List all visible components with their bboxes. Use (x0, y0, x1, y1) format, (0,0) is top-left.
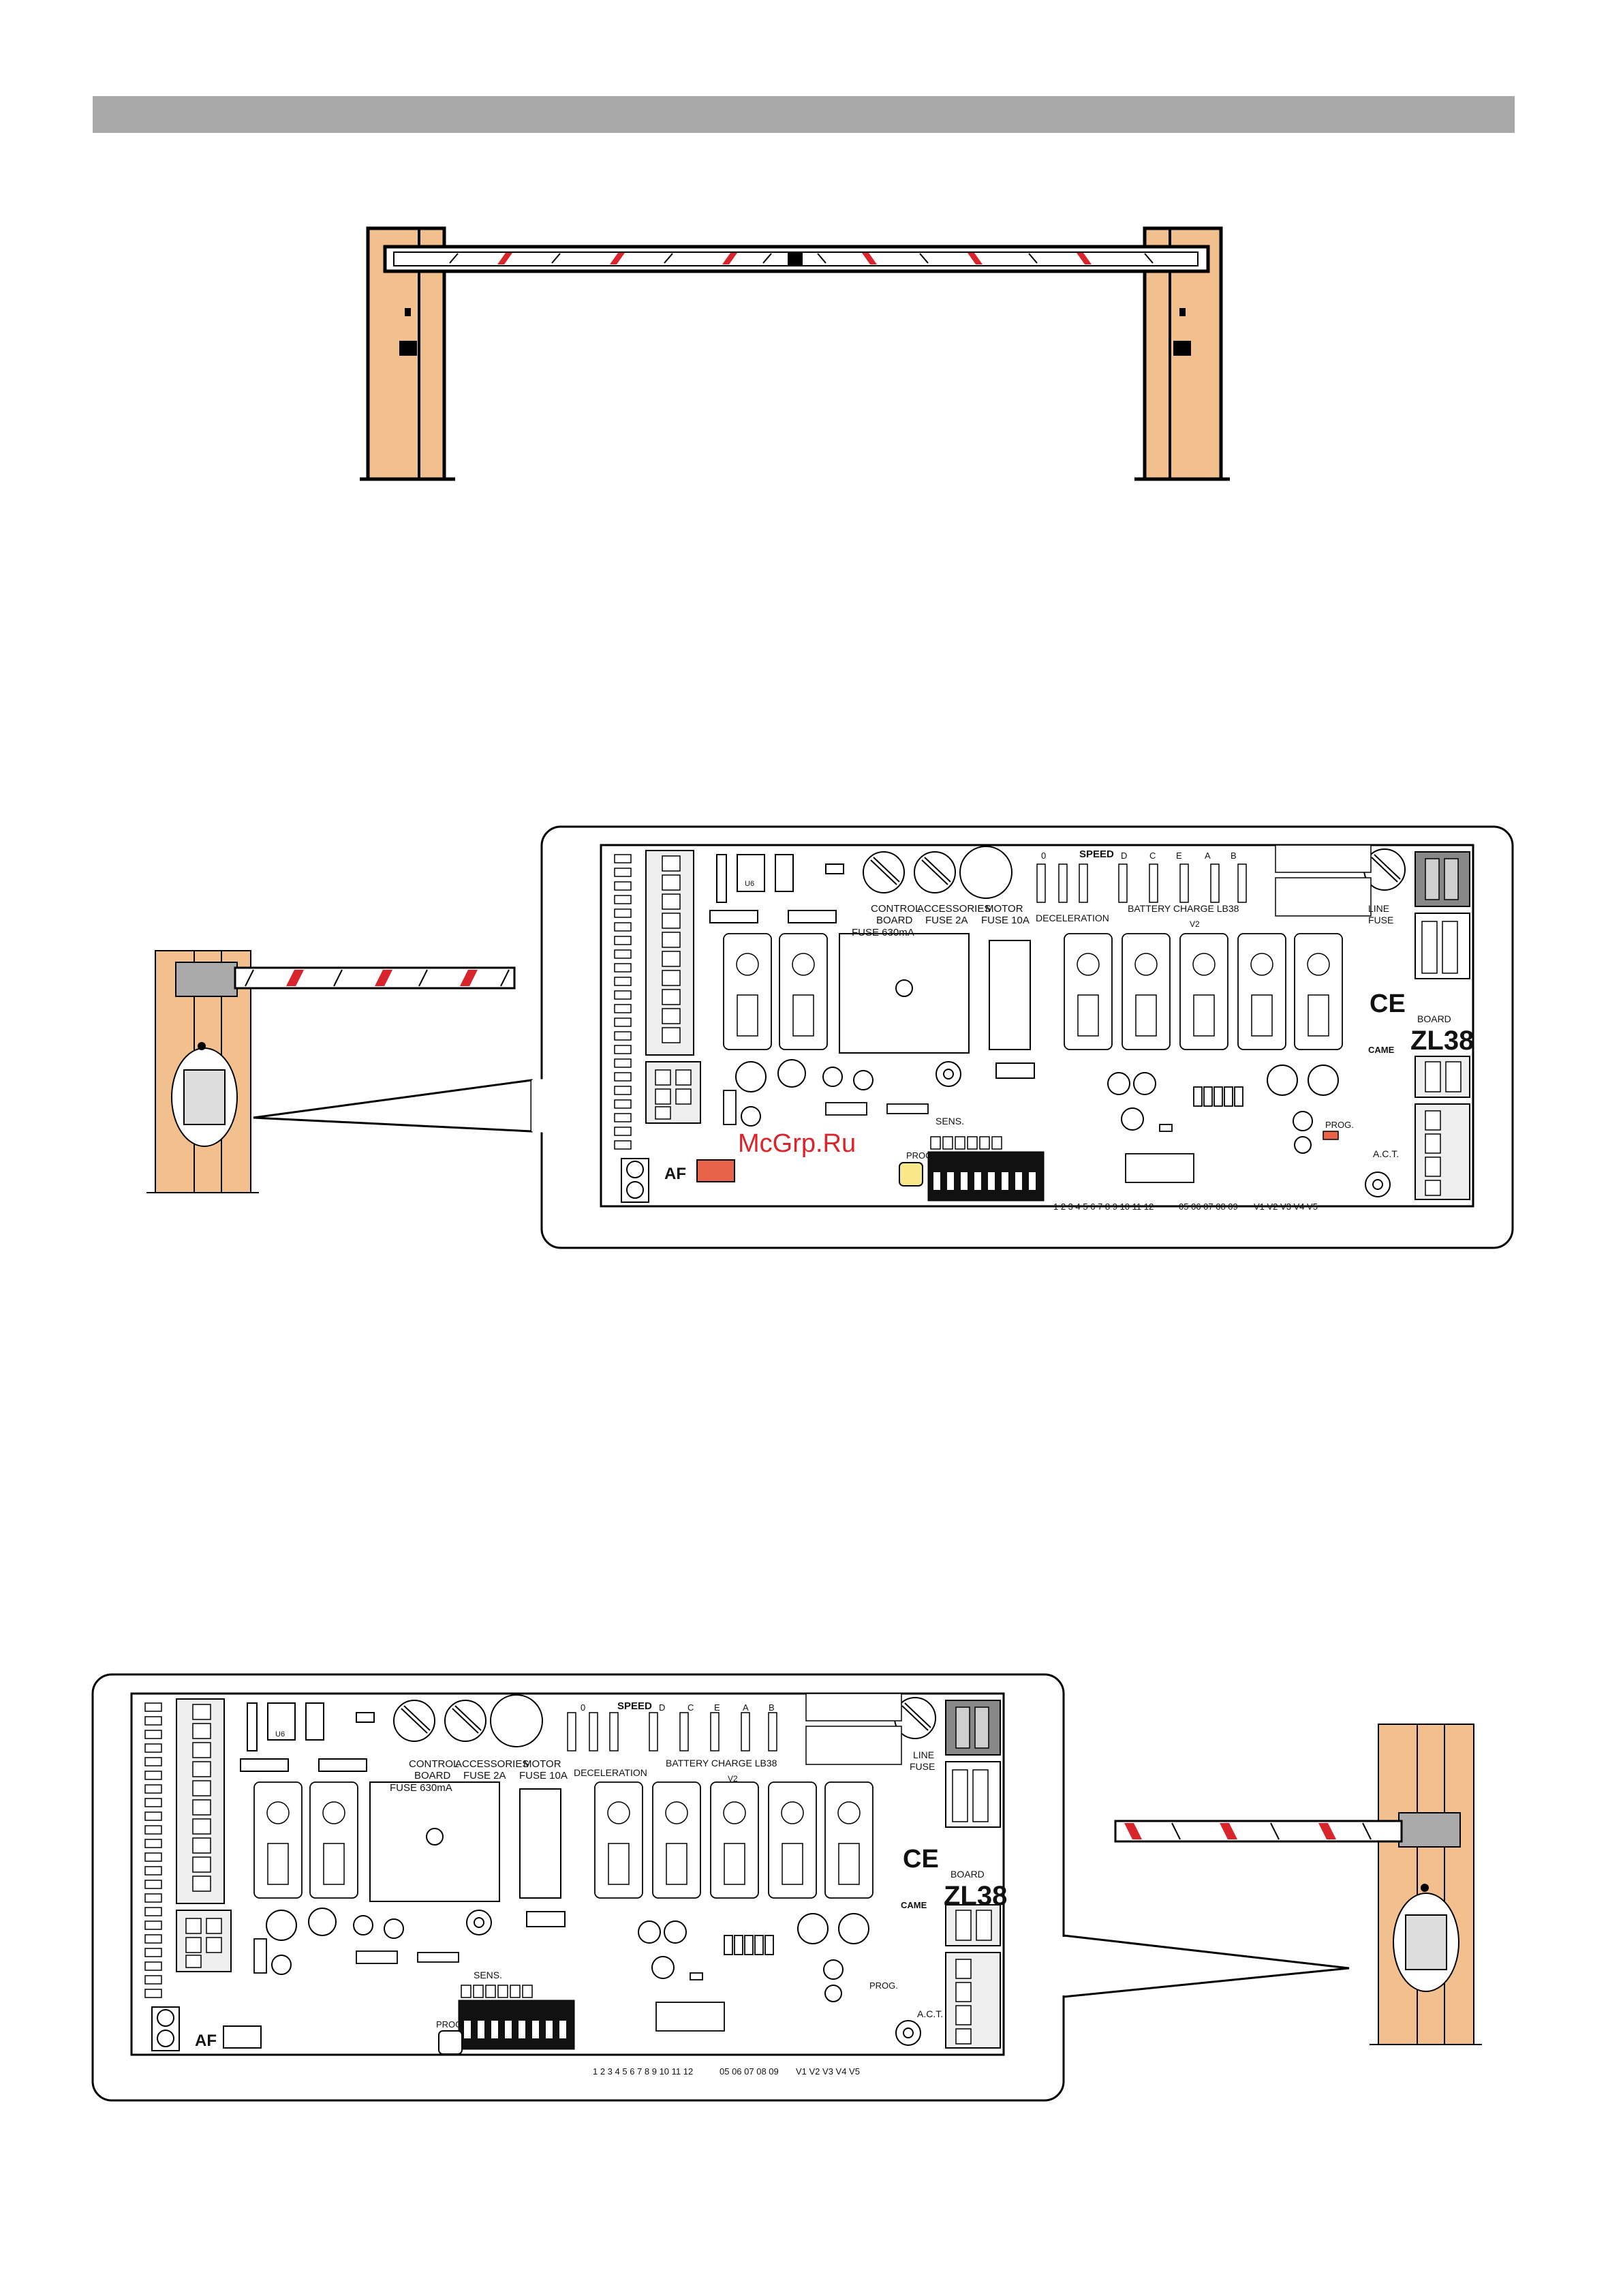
svg-text:ACCESSORIES: ACCESSORIES (917, 903, 991, 915)
svg-text:CE: CE (1370, 990, 1406, 1018)
svg-text:U6: U6 (745, 880, 754, 888)
svg-text:E: E (1176, 851, 1182, 861)
svg-text:SPEED: SPEED (617, 1700, 652, 1712)
svg-text:FUSE 2A: FUSE 2A (463, 1770, 506, 1781)
svg-text:PROG.: PROG. (1325, 1120, 1354, 1130)
svg-text:BOARD: BOARD (950, 1869, 985, 1880)
svg-text:SENS.: SENS. (474, 1970, 502, 1980)
middle-callout: CONTROL BOARD FUSE 630mA ACCESSORIES FUS… (146, 825, 1514, 1249)
svg-text:ACCESSORIES: ACCESSORIES (455, 1758, 529, 1770)
svg-text:05 06 07 08 09: 05 06 07 08 09 (1179, 1201, 1238, 1212)
svg-text:A.C.T.: A.C.T. (917, 2008, 943, 2019)
svg-text:AF: AF (195, 2032, 217, 2050)
prog-button (899, 1162, 923, 1187)
svg-text:DECELERATION: DECELERATION (1036, 913, 1109, 923)
svg-text:A.C.T.: A.C.T. (1373, 1148, 1399, 1159)
bottom-callout: CONTROL BOARD FUSE 630mA ACCESSORIES FUS… (91, 1673, 1482, 2102)
svg-text:1 2 3 4 5 6 7 8 9 10 11 12: 1 2 3 4 5 6 7 8 9 10 11 12 (593, 2066, 693, 2077)
control-board-middle (600, 844, 1474, 1208)
svg-text:CONTROL: CONTROL (871, 903, 921, 915)
svg-text:C: C (687, 1702, 694, 1713)
svg-text:BATTERY CHARGE LB38: BATTERY CHARGE LB38 (666, 1758, 777, 1769)
svg-text:SENS.: SENS. (936, 1116, 964, 1127)
svg-text:PROG.: PROG. (906, 1150, 935, 1161)
svg-text:05 06 07 08 09: 05 06 07 08 09 (720, 2066, 779, 2077)
svg-text:BOARD: BOARD (1417, 1013, 1451, 1024)
svg-text:PROG.: PROG. (869, 1980, 898, 1991)
svg-text:MOTOR: MOTOR (523, 1758, 561, 1770)
svg-text:D: D (659, 1702, 665, 1713)
svg-text:D: D (1121, 851, 1127, 861)
svg-text:FUSE 630mA: FUSE 630mA (390, 1782, 452, 1794)
svg-text:C: C (1149, 851, 1156, 861)
svg-text:E: E (714, 1702, 720, 1713)
svg-text:FUSE 630mA: FUSE 630mA (852, 927, 914, 938)
svg-text:FUSE 2A: FUSE 2A (925, 915, 968, 926)
svg-text:LINE: LINE (1368, 903, 1389, 914)
svg-text:A: A (1205, 851, 1211, 861)
svg-text:U6: U6 (275, 1730, 285, 1739)
svg-text:CONTROL: CONTROL (409, 1758, 459, 1770)
svg-text:BATTERY CHARGE LB38: BATTERY CHARGE LB38 (1128, 903, 1239, 914)
svg-text:BOARD: BOARD (414, 1770, 451, 1781)
svg-text:CE: CE (903, 1845, 939, 1873)
svg-text:0: 0 (1041, 851, 1046, 861)
svg-text:MOTOR: MOTOR (985, 903, 1023, 915)
svg-text:FUSE 10A: FUSE 10A (981, 915, 1030, 926)
svg-text:FUSE 10A: FUSE 10A (519, 1770, 568, 1781)
af-connector (696, 1159, 735, 1182)
svg-text:B: B (769, 1702, 775, 1713)
svg-text:0: 0 (581, 1702, 585, 1713)
svg-text:DECELERATION: DECELERATION (574, 1767, 647, 1778)
svg-text:B: B (1231, 851, 1237, 861)
svg-text:ZL38: ZL38 (1410, 1026, 1474, 1056)
header-bar (93, 96, 1515, 133)
svg-text:CAME: CAME (1368, 1045, 1395, 1055)
svg-text:V1 V2 V3 V4 V5: V1 V2 V3 V4 V5 (796, 2066, 860, 2077)
svg-text:CAME: CAME (901, 1900, 927, 1910)
svg-text:SPEED: SPEED (1079, 848, 1114, 860)
svg-text:V2: V2 (1190, 919, 1200, 929)
svg-text:A: A (743, 1702, 749, 1713)
svg-text:FUSE: FUSE (910, 1761, 935, 1772)
top-barrier-illustration (360, 226, 1230, 481)
svg-text:V1 V2 V3 V4 V5: V1 V2 V3 V4 V5 (1254, 1201, 1318, 1212)
svg-text:ZL38: ZL38 (944, 1881, 1007, 1911)
watermark: McGrp.Ru (738, 1129, 856, 1158)
svg-text:V2: V2 (728, 1774, 738, 1784)
svg-text:PROG.: PROG. (436, 2019, 465, 2030)
svg-text:LINE: LINE (913, 1749, 934, 1760)
control-board-bottom (130, 1692, 1005, 2056)
svg-text:FUSE: FUSE (1368, 915, 1393, 925)
svg-text:BOARD: BOARD (876, 915, 913, 926)
svg-text:1 2 3 4 5 6 7 8 9 10 11 12: 1 2 3 4 5 6 7 8 9 10 11 12 (1053, 1201, 1154, 1212)
svg-text:AF: AF (664, 1165, 686, 1183)
